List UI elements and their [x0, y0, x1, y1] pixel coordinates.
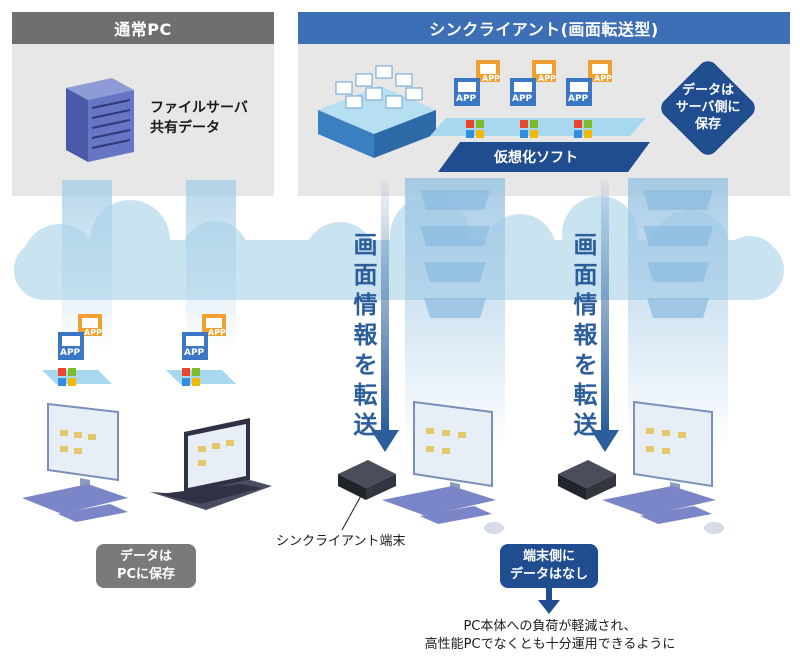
transfer-text-2: 画面情報を転送 — [569, 232, 597, 442]
server-side-badge-shape — [661, 61, 755, 155]
desktop-pc-right-2 — [602, 400, 724, 534]
server-side-badge-line1: データは — [681, 83, 734, 98]
virtualization-server-icon — [318, 65, 436, 158]
thin-client-box-2 — [558, 460, 616, 500]
benefit-note-line1: PC本体への負荷が軽減され、 — [463, 619, 637, 634]
no-data-badge-line1: 端末側に — [522, 549, 575, 564]
pc-storage-badge: データは PCに保存 — [96, 544, 196, 588]
virtualization-label: 仮想化ソフト — [494, 150, 578, 166]
no-data-badge-line2: データはなし — [509, 567, 588, 582]
file-server-label: ファイルサーバ 共有データ — [150, 98, 248, 138]
server-side-badge: データは サーバ側に 保存 — [668, 82, 748, 133]
beam-trapezoids — [420, 190, 713, 318]
pc-storage-badge-line1: データは — [119, 549, 172, 564]
app-label-r1: APP — [456, 94, 477, 104]
file-server-label-line2: 共有データ — [150, 120, 220, 136]
thin-client-box-1 — [338, 460, 396, 500]
client-callout-line — [341, 493, 363, 531]
client-terminal-label: シンクライアント端末 — [276, 534, 406, 549]
pc-storage-badge-line2: PCに保存 — [116, 567, 176, 582]
server-side-badge-line3: 保存 — [694, 117, 721, 132]
app-label-l2-back: APP — [208, 328, 226, 337]
benefit-note-line2: 高性能PCでなくとも十分運用できるように — [424, 637, 676, 652]
app-tiles — [58, 60, 612, 360]
app-label-r1-back: APP — [482, 74, 500, 83]
transfer-arrow-1 — [371, 180, 399, 452]
left-header: 通常PC — [12, 12, 274, 44]
right-header: シンクライアント(画面転送型) — [298, 12, 790, 44]
app-stack-right — [430, 118, 646, 138]
app-label-r2-back: APP — [538, 74, 556, 83]
transfer-text-1: 画面情報を転送 — [349, 232, 377, 442]
left-panel — [12, 44, 274, 196]
no-data-badge: 端末側に データはなし — [500, 544, 598, 588]
server-side-badge-line2: サーバ側に — [675, 100, 741, 115]
app-stack-left-2 — [166, 368, 236, 386]
file-server-icon — [66, 78, 134, 162]
app-label-l1-back: APP — [84, 328, 102, 337]
app-label-r3: APP — [568, 94, 589, 104]
app-label-r2: APP — [512, 94, 533, 104]
benefit-note: PC本体への負荷が軽減され、 高性能PCでなくとも十分運用できるように — [400, 618, 700, 654]
file-server-label-line1: ファイルサーバ — [150, 100, 248, 116]
app-stack-left-1 — [42, 368, 112, 386]
desktop-pc-left — [22, 402, 128, 522]
app-label-l1: APP — [60, 348, 81, 358]
app-label-l2: APP — [184, 348, 205, 358]
note-arrow — [538, 584, 560, 614]
transfer-arrow-2 — [591, 180, 619, 452]
laptop-left — [150, 418, 272, 510]
desktop-pc-right-1 — [382, 400, 504, 534]
virtualization-platform — [438, 142, 650, 172]
app-label-r3-back: APP — [594, 74, 612, 83]
